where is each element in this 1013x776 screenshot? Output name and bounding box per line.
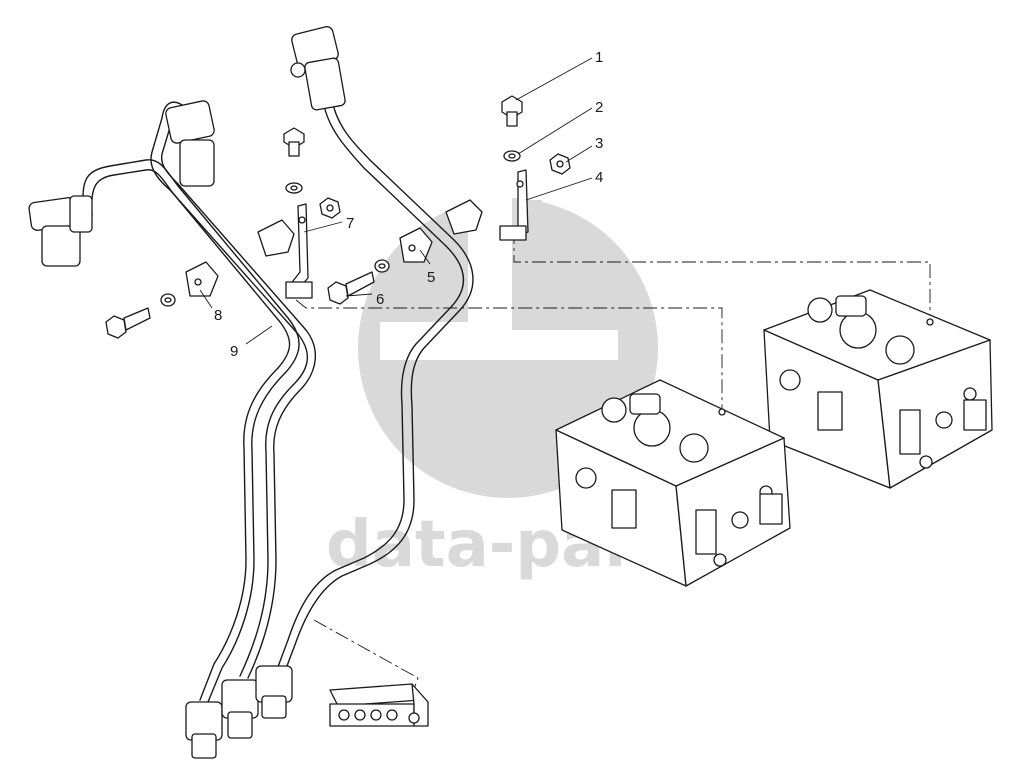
callout-1: 1 — [595, 49, 603, 66]
pipe-fitting-top-middle — [165, 100, 215, 187]
nut-upper-left — [319, 197, 341, 219]
injection-pipe-left — [82, 159, 300, 703]
callout-6: 6 — [376, 291, 384, 308]
clip-item-8 — [185, 261, 219, 297]
callout-2: 2 — [595, 99, 603, 116]
callout-3: 3 — [595, 135, 603, 152]
clip-upper — [445, 199, 483, 235]
pipe-fitting-top-left — [28, 195, 93, 267]
pipe-fitting-bottom-2 — [221, 679, 259, 739]
pipe-clamp-block — [329, 683, 429, 727]
pipe-fitting-top-right — [290, 26, 346, 111]
bracket-item-7 — [285, 203, 313, 299]
callout-9: 9 — [230, 343, 238, 360]
cylinder-head-left — [555, 379, 791, 587]
callout-7: 7 — [346, 215, 354, 232]
bolt-item-6 — [327, 271, 375, 305]
bolt-item-8 — [105, 307, 151, 339]
bolt-upper-left — [283, 127, 305, 157]
callout-labels: 1 2 3 4 5 6 7 8 9 — [214, 49, 603, 360]
bracket-item-4 — [499, 169, 529, 241]
callout-4: 4 — [595, 169, 603, 186]
washer-item-8 — [160, 293, 176, 307]
pipe-fitting-bottom-3 — [255, 665, 293, 719]
washer-item-2 — [503, 150, 521, 162]
bolt-item-1 — [501, 95, 523, 127]
callout-8: 8 — [214, 307, 222, 324]
clip-item-7 — [257, 219, 295, 257]
pipe-fitting-bottom-1 — [185, 701, 223, 759]
leader-lines — [199, 57, 593, 345]
nut-item-3 — [549, 153, 571, 175]
washer-upper-left — [285, 182, 303, 194]
injection-pipe-right — [275, 69, 474, 675]
callout-5: 5 — [427, 269, 435, 286]
cylinder-head-right — [763, 289, 993, 489]
clip-item-5 — [399, 227, 433, 263]
washer-item-5 — [374, 259, 390, 273]
